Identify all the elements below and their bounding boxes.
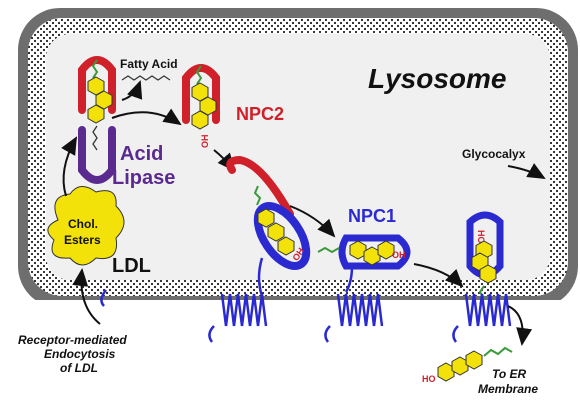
- npc2-label: NPC2: [236, 104, 284, 124]
- lysosome-lumen: [46, 34, 550, 280]
- to-er-label-line1: To ER: [492, 367, 527, 381]
- glycocalyx-label: Glycocalyx: [462, 147, 526, 161]
- arrow-to-er: [507, 305, 533, 346]
- receptor-label-line2: Endocytosis: [44, 347, 116, 361]
- arrow-lipase-to-npc2: [111, 108, 182, 126]
- glycocalyx-arrow: [507, 163, 546, 179]
- ldl-label: LDL: [112, 255, 151, 277]
- receptor-label-line3: of LDL: [60, 361, 98, 375]
- npc1-transmembrane-domains: [100, 289, 512, 343]
- npc1-oh-label: OH: [392, 250, 406, 260]
- fatty-acid-release-arrow: [121, 80, 143, 101]
- npc2-oh-label: OH: [200, 135, 210, 149]
- esters-label: Esters: [64, 233, 101, 247]
- receptor-label-line1: Receptor-mediated: [18, 333, 127, 347]
- arrow-endocytosis: [72, 268, 101, 325]
- fatty-acid-label: Fatty Acid: [120, 57, 178, 71]
- er-ho-label: HO: [422, 374, 436, 384]
- lysosome-label: Lysosome: [368, 63, 507, 94]
- arrow-ldl-to-lipase: [61, 136, 77, 197]
- to-er-label-line2: Membrane: [478, 382, 538, 396]
- arrow-npc1-to-membrane: [413, 263, 464, 288]
- lipase-label: Lipase: [112, 167, 175, 189]
- chol-label: Chol.: [68, 217, 98, 231]
- npc1-membrane-ho-label: HO: [476, 230, 486, 244]
- cholesterol-ester-in-lipase: [87, 59, 113, 151]
- acid-lipase-enzyme: [78, 126, 116, 184]
- npc1-label: NPC1: [348, 206, 396, 226]
- ldl-particle: [47, 186, 125, 266]
- npc2-npc1-handoff-complex: OH: [226, 155, 311, 297]
- fatty-acid-chain: [121, 75, 171, 81]
- acid-label: Acid: [120, 143, 163, 165]
- npc1-with-cholesterol: OH: [317, 234, 411, 293]
- arrow-handoff-to-npc1: [289, 205, 336, 238]
- cholesterol-to-er: HO: [422, 346, 513, 384]
- npc2-with-cholesterol: OH: [182, 64, 220, 149]
